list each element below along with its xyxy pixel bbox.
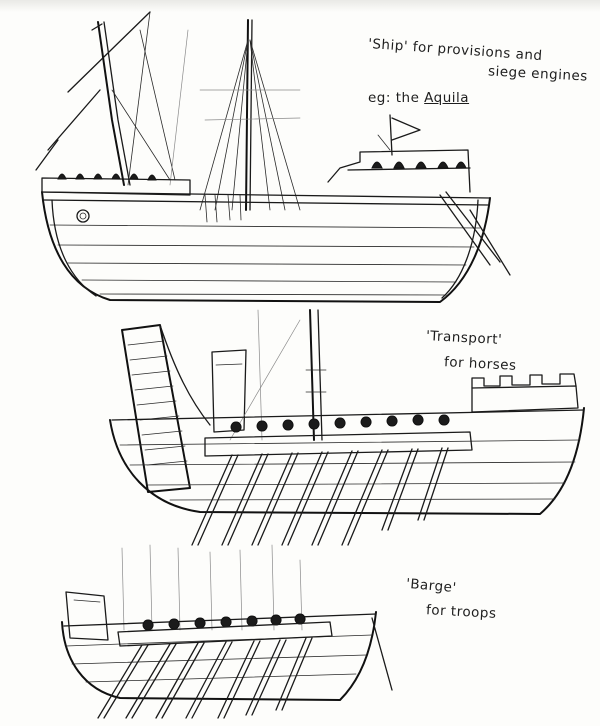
- transport-drawing: [109, 309, 585, 546]
- ship-example: eg: the Aquila: [368, 90, 470, 106]
- ship-drawing: [35, 11, 511, 303]
- paper-edge: [0, 0, 600, 12]
- barge-drawing: [61, 544, 393, 719]
- ship-name: Aquila: [424, 90, 470, 106]
